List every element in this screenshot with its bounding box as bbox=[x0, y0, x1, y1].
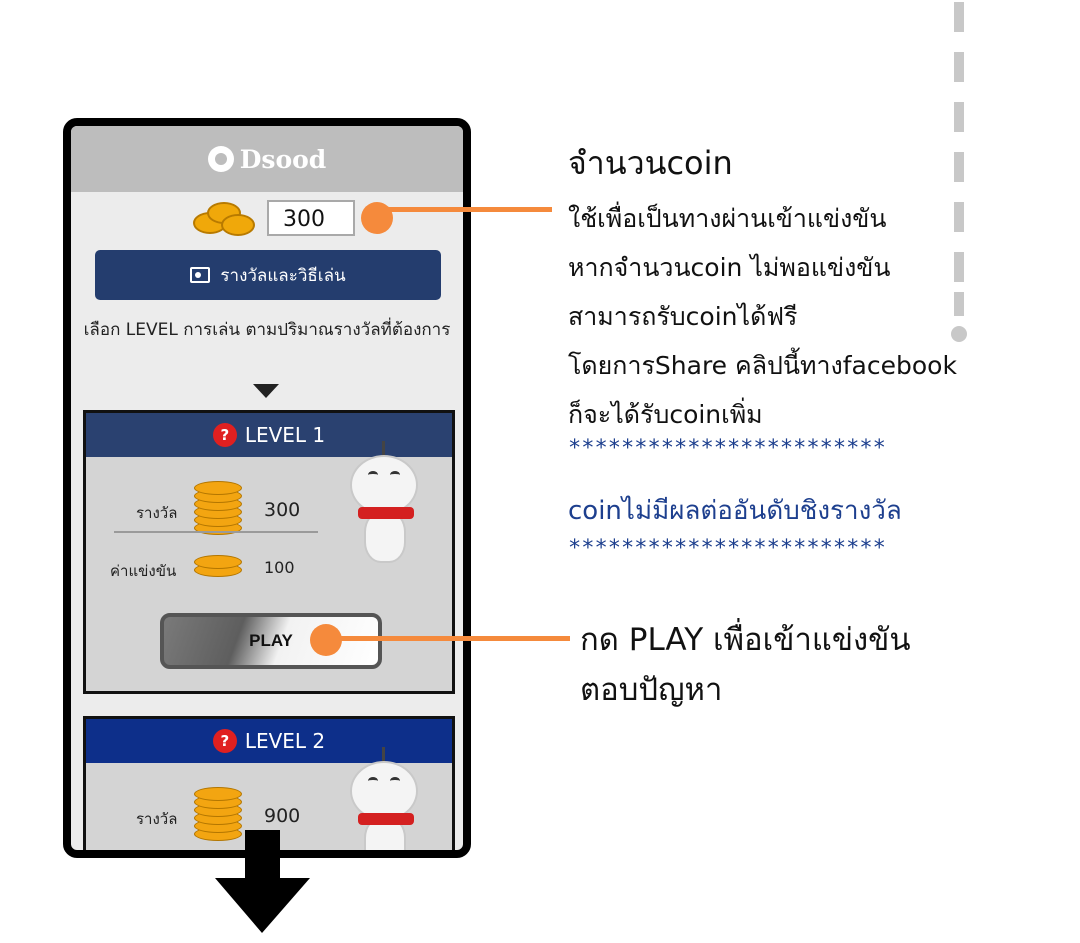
level-title: LEVEL 2 bbox=[244, 729, 326, 753]
dash-segment bbox=[954, 52, 964, 82]
app-logo-text: Dsood bbox=[239, 144, 327, 174]
reward-value: 300 bbox=[264, 499, 301, 521]
reward-value: 900 bbox=[264, 805, 301, 827]
coin-note-line: ก็จะได้รับcoinเพิ่ม bbox=[568, 400, 763, 429]
question-badge-icon: ? bbox=[212, 423, 237, 447]
stars-divider-2: ************************ bbox=[568, 536, 886, 561]
coin-note-line: โดยการShare คลิปนี้ทางfacebook bbox=[568, 351, 957, 380]
dash-segment bbox=[954, 2, 964, 32]
level-header: ? LEVEL 2 bbox=[86, 719, 452, 763]
level-card-1: ? LEVEL 1 รางวัล 300 ค่าแข่งขัน 100 PLAY bbox=[83, 410, 455, 694]
level-title: LEVEL 1 bbox=[244, 423, 326, 447]
dsood-logo-icon bbox=[207, 146, 234, 172]
play-button-label: PLAY bbox=[249, 631, 293, 650]
reward-coin-icon bbox=[190, 787, 246, 843]
stars-divider-1: ************************ bbox=[568, 436, 886, 461]
dash-end-dot bbox=[951, 326, 967, 342]
down-arrow-icon bbox=[215, 830, 310, 933]
play-note-line-2: ตอบปัญหา bbox=[580, 672, 723, 708]
play-note-line-1: กด PLAY เพื่อเข้าแข่งขัน bbox=[580, 622, 911, 658]
question-badge-icon: ? bbox=[212, 729, 237, 753]
dash-segment bbox=[954, 252, 964, 282]
fee-value: 100 bbox=[264, 558, 295, 577]
play-button[interactable]: PLAY bbox=[160, 613, 382, 669]
coin-note-title: จำนวนcoin bbox=[568, 144, 733, 182]
reward-label: รางวัล bbox=[136, 504, 178, 522]
coin-balance-field: 300 bbox=[267, 200, 355, 236]
phone-screen: Dsood 300 รางวัลและวิธีเล่น เลือก LEVEL … bbox=[63, 118, 471, 858]
app-header: Dsood bbox=[71, 126, 463, 192]
dash-segment bbox=[954, 202, 964, 232]
level-card-2: ? LEVEL 2 รางวัล 900 bbox=[83, 716, 455, 850]
coin-note-line: ใช้เพื่อเป็นทางผ่านเข้าแข่งขัน bbox=[568, 204, 887, 233]
coin-balance-row: 300 bbox=[71, 196, 463, 252]
coin-rank-note: coinไม่มีผลต่ออันดับชิงรางวัล bbox=[568, 496, 902, 526]
dash-segment bbox=[954, 292, 964, 316]
fee-label: ค่าแข่งขัน bbox=[110, 562, 177, 580]
mascot-image bbox=[334, 441, 434, 581]
mascot-image bbox=[334, 747, 434, 850]
reward-coin-icon bbox=[190, 481, 246, 537]
select-level-text: เลือก LEVEL การเล่น ตามปริมาณรางวัลที่ต้… bbox=[83, 320, 451, 340]
dash-segment bbox=[954, 152, 964, 182]
coin-connector-line bbox=[376, 207, 552, 212]
level-header: ? LEVEL 1 bbox=[86, 413, 452, 457]
coin-stack-icon bbox=[193, 200, 257, 240]
play-connector-line bbox=[330, 636, 570, 641]
down-triangle-icon bbox=[253, 384, 279, 398]
rules-button[interactable]: รางวัลและวิธีเล่น bbox=[95, 250, 441, 300]
rules-button-label: รางวัลและวิธีเล่น bbox=[220, 265, 346, 286]
presentation-icon bbox=[190, 267, 211, 283]
coin-note-line: หากจำนวนcoin ไม่พอแข่งขัน bbox=[568, 253, 891, 282]
dash-segment bbox=[954, 102, 964, 132]
coin-note-line: สามารถรับcoinได้ฟรี bbox=[568, 302, 798, 331]
divider bbox=[114, 531, 318, 533]
reward-label: รางวัล bbox=[136, 810, 178, 828]
coin-note-body: ใช้เพื่อเป็นทางผ่านเข้าแข่งขัน หากจำนวนc… bbox=[568, 194, 957, 439]
fee-coin-icon bbox=[190, 549, 246, 579]
